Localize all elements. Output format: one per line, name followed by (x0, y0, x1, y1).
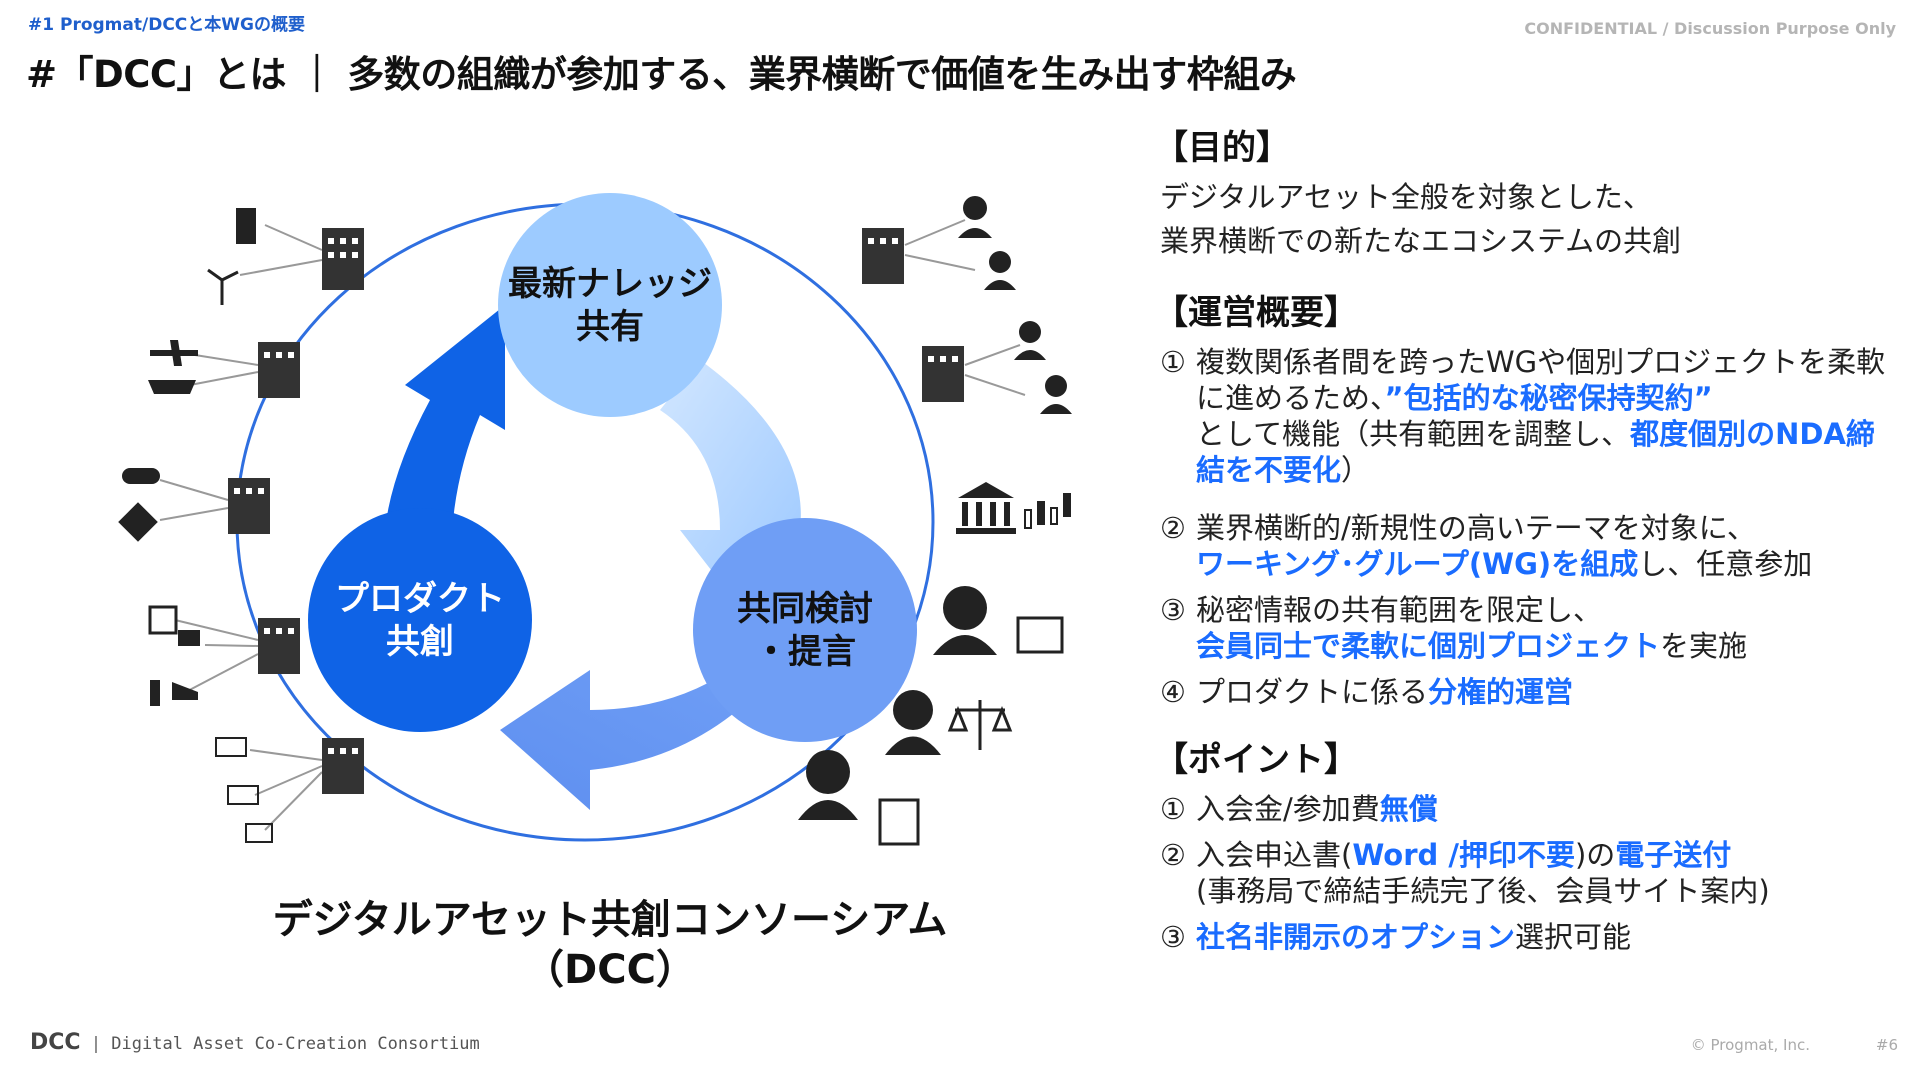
points-item-2-highlight2: 電子送付 (1615, 838, 1732, 872)
wind-turbine-icon (207, 268, 239, 305)
satellite-icon (118, 502, 158, 542)
node-product-line2: 共創 (386, 622, 454, 662)
operation-item-2-highlight1: ワーキング･グループ(WG)を組成 (1196, 547, 1639, 581)
operation-heading: 【運営概要】 (1154, 293, 1358, 333)
operation-item-3-num: ③ (1160, 593, 1186, 627)
node-knowledge-line1: 最新ナレッジ (508, 264, 712, 304)
operation-item-3-text1: 秘密情報の共有範囲を限定し、 (1196, 593, 1603, 627)
arrow-study-to-product (500, 670, 760, 810)
cargo-ship-icon (148, 380, 196, 394)
points-heading: 【ポイント】 (1154, 740, 1358, 780)
points-item-2: ② 入会申込書(Word /押印不要)の電子送付 (事務局で締結手続完了後、会員… (1160, 837, 1900, 909)
operation-item-3-highlight1: 会員同士で柔軟に個別プロジェクト (1196, 629, 1661, 663)
certificate-icon (245, 823, 273, 843)
points-item-1: ① 入会金/参加費無償 (1160, 791, 1900, 827)
slide-title: #「DCC」とは ｜ 多数の組織が参加する、業界横断で価値を生み出す枠組み (26, 53, 1297, 96)
points-item-2-text2: )の (1574, 838, 1616, 872)
candlestick-chart-icon (1024, 493, 1071, 529)
consortium-name: デジタルアセット共創コンソーシアム （DCC） (210, 895, 1010, 995)
points-item-1-text1: 入会金/参加費 (1196, 792, 1380, 826)
office-building-icon (236, 208, 256, 244)
movie-camera-icon (178, 630, 200, 646)
copyright: © Progmat, Inc. (1690, 1036, 1810, 1054)
operation-item-4-highlight1: 分権的運営 (1428, 675, 1574, 709)
scales-icon (947, 700, 1013, 750)
bullet-train-icon (122, 468, 160, 484)
operation-item-4: ④ プロダクトに係る分権的運営 (1160, 674, 1900, 710)
operation-item-4-text1: プロダクトに係る (1196, 675, 1429, 709)
dcc-cycle-diagram: 最新ナレッジ 共有 共同検討 ・提言 プロダクト 共創 (118, 193, 1072, 846)
calculator-icon (878, 798, 920, 846)
sneaker-icon (172, 682, 198, 700)
points-item-2-highlight1: Word /押印不要 (1352, 838, 1575, 872)
operation-item-1-text1: 複数関係者間を跨ったWGや個別プロジェクトを柔軟に進めるため、 (1196, 345, 1886, 415)
truck-document-icon (215, 737, 247, 757)
operation-item-2-text1: 業界横断的/新規性の高いテーマを対象に、 (1196, 511, 1756, 545)
wine-icon (150, 680, 160, 706)
footer-logo: DCC | Digital Asset Co-Creation Consorti… (30, 1030, 480, 1055)
picture-frame-icon (148, 605, 178, 635)
points-item-1-highlight1: 無償 (1379, 792, 1438, 826)
footer-logo-text: Digital Asset Co-Creation Consortium (111, 1034, 480, 1054)
node-study-circle (693, 518, 917, 742)
person-icon (798, 196, 1072, 820)
airplane-icon (150, 340, 198, 366)
purpose-heading: 【目的】 (1154, 128, 1290, 168)
bank-icon (956, 482, 1016, 534)
points-item-3: ③ 社名非開示のオプション選択可能 (1160, 919, 1900, 955)
operation-item-1: ① 複数関係者間を跨ったWGや個別プロジェクトを柔軟に進めるため、”包括的な秘密… (1160, 344, 1900, 488)
node-study-line2: ・提言 (754, 632, 856, 672)
points-item-2-text3: (事務局で締結手続完了後、会員サイト案内) (1196, 874, 1770, 908)
office-building-icon (228, 228, 964, 794)
points-item-3-text1: 選択可能 (1515, 920, 1632, 954)
operation-item-3: ③ 秘密情報の共有範囲を限定し、 会員同士で柔軟に個別プロジェクトを実施 (1160, 592, 1900, 664)
node-product-line1: プロダクト (335, 579, 505, 619)
node-knowledge-line2: 共有 (576, 307, 644, 347)
operation-item-3-text2: を実施 (1660, 629, 1748, 663)
footer-logo-mark: DCC (30, 1030, 81, 1055)
operation-item-1-highlight1: ”包括的な秘密保持契約” (1384, 381, 1713, 415)
operation-item-2-text2: し、任意参加 (1638, 547, 1813, 581)
purpose-line2: 業界横断での新たなエコシステムの共創 (1160, 224, 1682, 258)
points-item-3-highlight1: 社名非開示のオプション (1196, 920, 1516, 954)
node-knowledge-circle (498, 193, 722, 417)
points-item-1-num: ① (1160, 792, 1186, 826)
section-tag: #1 Progmat/DCCと本WGの概要 (28, 15, 305, 35)
operation-item-1-highlight2: 都度個別のNDA締結を不要化 (1196, 417, 1875, 487)
consortium-name-line2: （DCC） (524, 947, 696, 993)
node-product-circle (308, 508, 532, 732)
confidential-label: CONFIDENTIAL / Discussion Purpose Only (1524, 19, 1896, 38)
cash-icon (227, 785, 259, 805)
operation-item-4-num: ④ (1160, 675, 1186, 709)
points-item-2-text1: 入会申込書( (1196, 838, 1353, 872)
developer-monitor-icon (1016, 616, 1064, 654)
purpose-line1: デジタルアセット全般を対象とした、 (1160, 180, 1652, 214)
points-item-3-num: ③ (1160, 920, 1186, 954)
operation-item-1-num: ① (1160, 345, 1186, 379)
points-item-2-num: ② (1160, 838, 1186, 872)
consortium-name-line1: デジタルアセット共創コンソーシアム (272, 897, 948, 943)
operation-item-2: ② 業界横断的/新規性の高いテーマを対象に、 ワーキング･グループ(WG)を組成… (1160, 510, 1900, 582)
page-number: #6 (1875, 1036, 1898, 1054)
operation-item-1-text2: として機能（共有範囲を調整し、 (1196, 417, 1631, 451)
operation-item-2-num: ② (1160, 511, 1186, 545)
node-study-line1: 共同検討 (737, 589, 873, 629)
operation-item-1-text3: ） (1341, 453, 1371, 487)
overview-panel: 【目的】 デジタルアセット全般を対象とした、 業界横断での新たなエコシステムの共… (1154, 120, 1900, 955)
